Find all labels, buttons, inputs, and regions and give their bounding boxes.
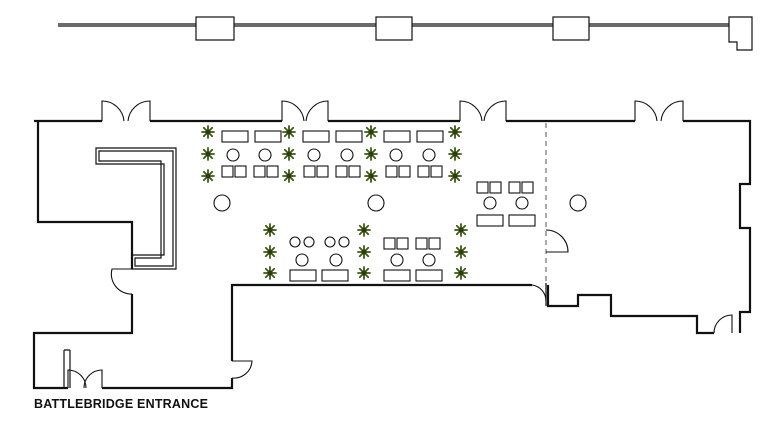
chair — [324, 236, 336, 248]
plant-layer — [201, 125, 468, 280]
plant-icon — [282, 125, 296, 139]
double-door[interactable] — [634, 100, 684, 122]
table — [416, 130, 444, 143]
plant-icon — [454, 245, 468, 259]
chair-box — [385, 165, 398, 178]
column-block — [195, 16, 235, 41]
chair-box — [398, 165, 411, 178]
column-block — [552, 16, 590, 41]
chair — [483, 196, 497, 210]
table — [415, 269, 443, 282]
chair-box — [348, 165, 361, 178]
chair-box — [335, 165, 348, 178]
chair-box — [316, 165, 329, 178]
table — [254, 130, 282, 143]
chair — [390, 253, 404, 267]
table — [508, 214, 536, 227]
plant-icon — [364, 125, 378, 139]
column — [569, 194, 587, 212]
plant-icon — [454, 223, 468, 237]
chair — [515, 196, 529, 210]
plant-icon — [364, 169, 378, 183]
chair — [295, 253, 309, 267]
plant-icon — [448, 169, 462, 183]
table — [383, 269, 411, 282]
plant-icon — [448, 147, 462, 161]
door[interactable] — [531, 284, 547, 302]
table — [335, 130, 363, 143]
chair — [422, 148, 436, 162]
plant-icon — [282, 147, 296, 161]
chair — [289, 236, 301, 248]
chair — [258, 148, 272, 162]
chair — [422, 253, 436, 267]
chair-box — [221, 165, 234, 178]
double-door[interactable] — [101, 100, 151, 122]
plant-icon — [357, 245, 371, 259]
chair-box — [396, 237, 409, 250]
plant-icon — [357, 266, 371, 280]
chair-box — [489, 181, 502, 194]
table — [383, 130, 411, 143]
plant-icon — [263, 266, 277, 280]
plant-icon — [454, 266, 468, 280]
door[interactable] — [545, 229, 569, 253]
plant-icon — [364, 147, 378, 161]
door[interactable] — [110, 268, 133, 295]
column-block — [375, 16, 413, 41]
plant-icon — [263, 245, 277, 259]
chair-box — [521, 181, 534, 194]
column-block — [728, 16, 753, 51]
double-door[interactable] — [281, 100, 329, 122]
chair-box — [417, 165, 430, 178]
table — [289, 269, 317, 282]
plant-icon — [201, 147, 215, 161]
plant-icon — [357, 223, 371, 237]
chair — [226, 148, 240, 162]
chair-box — [430, 165, 443, 178]
window-rail — [58, 16, 753, 51]
table — [302, 130, 330, 143]
plant-icon — [201, 169, 215, 183]
chair-box — [476, 181, 489, 194]
chair — [303, 236, 315, 248]
double-door[interactable] — [459, 100, 507, 122]
chair-box — [266, 165, 279, 178]
entrance-label: BATTLEBRIDGE ENTRANCE — [34, 397, 209, 411]
bar-counter — [95, 147, 177, 270]
entrance-double-door[interactable] — [67, 369, 103, 389]
chair-box — [253, 165, 266, 178]
door[interactable] — [231, 360, 253, 379]
chair-box — [383, 237, 396, 250]
chair — [307, 148, 321, 162]
table — [221, 130, 249, 143]
plant-icon — [263, 223, 277, 237]
plant-icon — [282, 169, 296, 183]
chair — [340, 148, 354, 162]
chair — [329, 253, 343, 267]
chair-box — [303, 165, 316, 178]
chair-box — [508, 181, 521, 194]
table — [476, 214, 504, 227]
chair — [389, 148, 403, 162]
plant-icon — [201, 125, 215, 139]
column — [367, 194, 385, 212]
furniture-layer — [221, 130, 536, 282]
chair — [338, 236, 350, 248]
door[interactable] — [713, 314, 733, 334]
table — [321, 269, 349, 282]
chair-box — [415, 237, 428, 250]
plant-icon — [448, 125, 462, 139]
chair-box — [234, 165, 247, 178]
column — [213, 194, 231, 212]
outer-wall — [32, 119, 752, 390]
corridor-wall — [63, 349, 71, 388]
chair-box — [428, 237, 441, 250]
